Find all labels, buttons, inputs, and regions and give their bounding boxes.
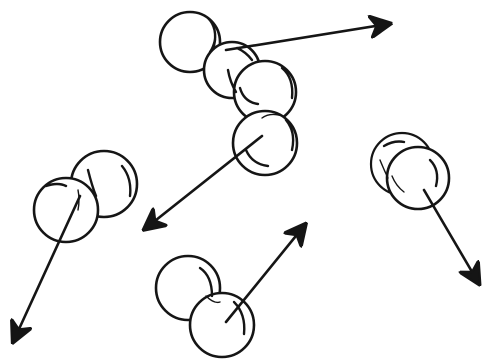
velocity-arrow <box>146 136 262 228</box>
molecule-left <box>14 151 137 340</box>
molecule-bottom <box>156 226 304 357</box>
molecule-top <box>146 12 388 228</box>
velocity-arrow <box>424 190 478 282</box>
velocity-arrow <box>226 226 304 322</box>
atom <box>34 178 98 242</box>
atom <box>387 147 449 209</box>
velocity-arrow <box>226 24 388 50</box>
molecule-right <box>371 133 478 282</box>
